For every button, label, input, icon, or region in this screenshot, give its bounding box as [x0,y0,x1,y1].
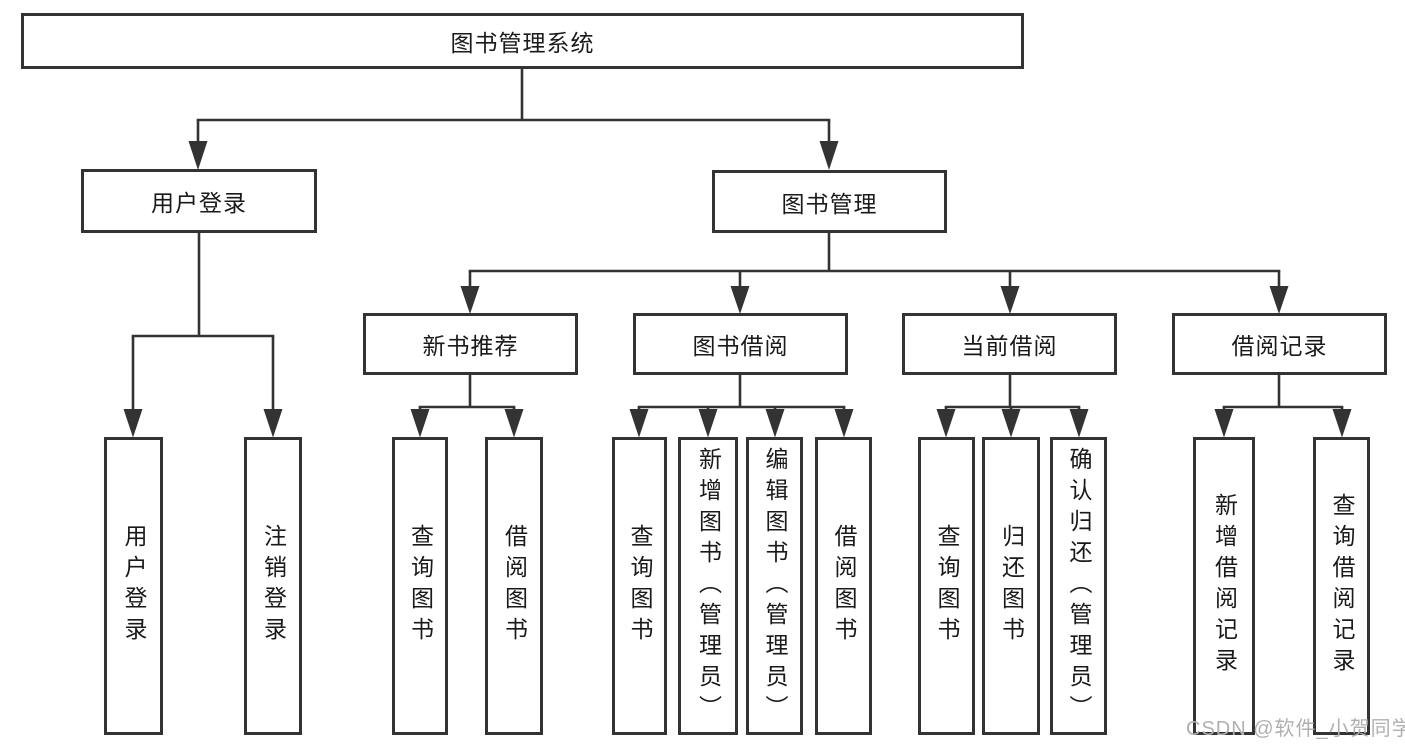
node-label: 编辑图书（管理员） [762,446,788,726]
leaf-borrow-book: 借阅图书 [815,437,872,735]
node-label: 查询图书 [934,524,960,648]
leaf-confirm-return-admin: 确认归还（管理员） [1050,437,1107,735]
node-label: 借阅图书 [831,524,857,648]
node-label: 借阅记录 [1231,333,1328,359]
leaf-logout: 注销登录 [244,437,302,735]
node-label: 归还图书 [998,524,1025,648]
node-borrow-records: 借阅记录 [1172,313,1387,375]
leaf-query-book-current: 查询图书 [918,437,975,735]
node-user-login: 用户登录 [81,169,317,233]
node-label: 查询借阅记录 [1329,493,1355,679]
node-label: 图书管理系统 [450,30,595,56]
node-label: 新增借阅记录 [1211,493,1238,679]
leaf-query-borrow-record: 查询借阅记录 [1313,437,1370,735]
leaf-return-book: 归还图书 [982,437,1040,735]
node-label: 借阅图书 [501,524,528,648]
leaf-add-borrow-record: 新增借阅记录 [1193,437,1255,735]
node-label: 用户登录 [151,190,247,216]
node-label: 图书管理 [781,190,878,217]
node-label: 用户登录 [121,524,147,648]
node-label: 注销登录 [260,524,287,648]
node-label: 当前借阅 [961,333,1058,359]
leaf-query-book-recommend: 查询图书 [392,437,448,735]
node-book-borrow: 图书借阅 [633,313,848,375]
node-label: 新书推荐 [422,333,519,359]
node-label: 确认归还（管理员） [1066,446,1092,726]
node-book-management: 图书管理 [712,170,947,233]
node-label: 新增图书（管理员） [695,446,722,726]
node-label: 图书借阅 [692,333,789,359]
node-new-book-recommend: 新书推荐 [363,313,578,375]
watermark-text: CSDN @软件_小贺同学 [1186,718,1405,740]
leaf-query-book-borrow: 查询图书 [612,437,667,735]
node-label: 查询图书 [407,524,434,648]
node-root: 图书管理系统 [21,13,1024,69]
node-label: 查询图书 [627,524,653,648]
node-current-borrow: 当前借阅 [902,313,1117,375]
leaf-borrow-book-recommend: 借阅图书 [485,437,543,735]
leaf-user-login: 用户登录 [104,437,163,735]
leaf-edit-book-admin: 编辑图书（管理员） [746,437,803,735]
leaf-add-book-admin: 新增图书（管理员） [678,437,738,735]
